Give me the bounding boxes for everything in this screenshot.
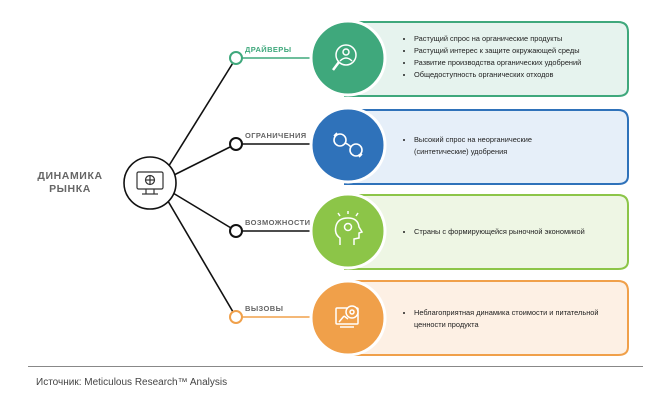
node-challenges: [229, 310, 243, 324]
card-challenges: [344, 280, 629, 356]
list-item: Высокий спрос на неорганические (синтети…: [414, 134, 579, 158]
node-drivers: [229, 51, 243, 65]
list-item: Общедоступность органических отходов: [414, 69, 619, 81]
market-monitor-icon: [136, 171, 164, 195]
label-drivers: ДРАЙВЕРЫ: [245, 45, 291, 54]
card-restraints: [344, 109, 629, 185]
source-note: Источник: Meticulous Research™ Analysis: [36, 377, 228, 388]
branch-opportunities: ВОЗМОЖНОСТИ: [229, 192, 629, 270]
label-opportunities: ВОЗМОЖНОСТИ: [245, 218, 310, 227]
card-opportunities: [344, 194, 629, 270]
branch-drivers: ДРАЙВЕРЫ: [229, 19, 629, 97]
card-drivers: [344, 21, 629, 97]
opportunities-list: Страны с формирующейся рыночной экономик…: [404, 226, 619, 238]
card-text-opportunities: Страны с формирующейся рыночной экономик…: [404, 226, 619, 238]
node-restraints: [229, 137, 243, 151]
challenges-list: Неблагоприятная динамика стоимости и пит…: [404, 307, 619, 331]
card-text-challenges: Неблагоприятная динамика стоимости и пит…: [404, 307, 619, 331]
connector-opportunities: [167, 189, 237, 232]
label-challenges: ВЫЗОВЫ: [245, 304, 283, 313]
card-text-drivers: Растущий спрос на органические продукты …: [404, 33, 619, 81]
magnifier-person-icon: [332, 44, 357, 71]
label-restraints: ОГРАНИЧЕНИЯ: [245, 131, 307, 140]
footer-divider: [28, 366, 643, 367]
list-item: Неблагоприятная динамика стоимости и пит…: [414, 307, 619, 331]
gears-chart-icon: [335, 305, 359, 328]
center-title: ДИНАМИКА РЫНКА: [30, 170, 110, 196]
restraints-list: Высокий спрос на неорганические (синтети…: [404, 134, 579, 158]
list-item: Развитие производства органических удобр…: [414, 57, 619, 69]
center-title-line1: ДИНАМИКА: [37, 170, 103, 182]
center-title-line2: РЫНКА: [49, 183, 91, 195]
drivers-list: Растущий спрос на органические продукты …: [404, 33, 619, 81]
branch-restraints: ОГРАНИЧЕНИЯ: [229, 106, 629, 185]
badge-challenges: [309, 279, 387, 357]
idea-head-icon: [334, 211, 364, 245]
card-text-restraints: Высокий спрос на неорганические (синтети…: [404, 134, 579, 158]
connector-restraints: [167, 143, 237, 179]
connector-drivers: [164, 57, 237, 173]
list-item: Растущий спрос на органические продукты: [414, 33, 619, 45]
list-item: Растущий интерес к защите окружающей сре…: [414, 45, 619, 57]
handcuffs-icon: [333, 132, 363, 158]
connector-challenges: [164, 195, 237, 318]
center-node: [123, 156, 177, 210]
connector-lines: [164, 57, 237, 318]
node-opportunities: [229, 224, 243, 238]
branch-challenges: ВЫЗОВЫ: [229, 279, 629, 357]
list-item: Страны с формирующейся рыночной экономик…: [414, 226, 619, 238]
